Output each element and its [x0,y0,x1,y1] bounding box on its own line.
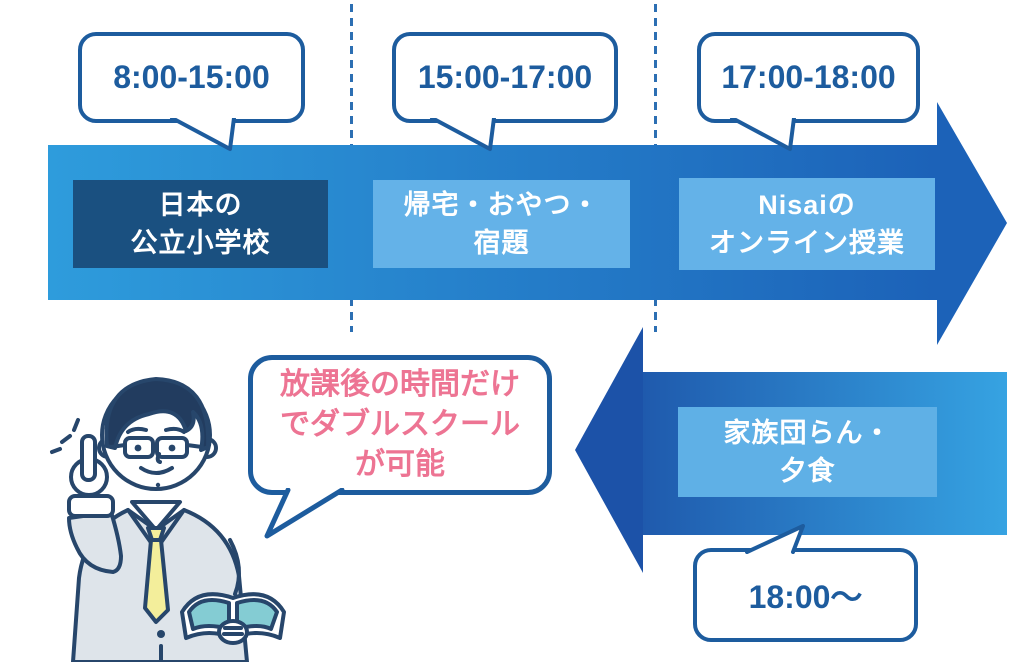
bubble-tail [170,118,236,151]
segment-box-nisai: Nisaiの オンライン授業 [679,178,935,270]
open-book [180,592,286,645]
segment-label-line: 公立小学校 [130,228,271,258]
callout-line: が可能 [355,448,445,481]
callout-tail [264,488,345,539]
segment-label-line: 日本の [158,190,243,220]
teacher-pointing-hand [50,418,123,574]
segment-label-line: Nisaiの [758,190,856,220]
segment-label-line: オンライン授業 [709,228,905,258]
segment-label-line: 夕食 [779,456,836,486]
teacher-head [97,377,218,491]
left-arrowhead-icon [575,327,643,573]
time-bubble-nisai: 17:00-18:00 [697,32,920,123]
time-label: 17:00-18:00 [721,59,896,95]
segment-label-line: 帰宅・おやつ・ [403,190,600,220]
time-label: 15:00-17:00 [417,59,593,95]
time-label: 18:00〜 [748,579,863,615]
segment-box-school: 日本の 公立小学校 [73,180,328,268]
segment-label-line: 宿題 [473,228,530,258]
teacher-illustration [50,377,286,662]
time-bubble-home: 15:00-17:00 [392,32,618,123]
glasses-icon [109,436,204,459]
segment-label-line: 家族団らん・ [723,418,892,448]
time-bubble-school: 8:00-15:00 [78,32,305,123]
callout-line: 放課後の時間だけ [280,368,520,401]
callout-line: でダブルスクール [280,408,520,441]
right-arrowhead-icon [937,102,1007,345]
bubble-tail [430,118,496,151]
bubble-tail [730,118,796,151]
segment-box-family: 家族団らん・ 夕食 [678,407,937,497]
time-bubble-family: 18:00〜 [693,548,918,642]
segment-box-home: 帰宅・おやつ・ 宿題 [373,180,630,268]
bubble-tail-up [745,524,805,554]
time-label: 8:00-15:00 [113,59,270,95]
callout-bubble: 放課後の時間だけ でダブルスクール が可能 [248,355,552,495]
